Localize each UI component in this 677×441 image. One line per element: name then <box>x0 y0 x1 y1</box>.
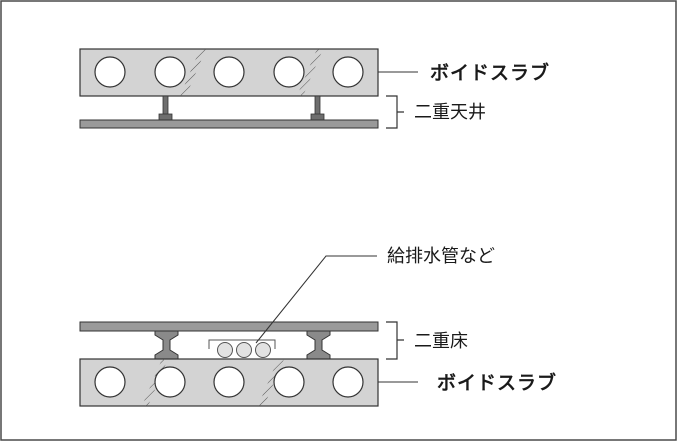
ceiling-bracket <box>386 95 404 129</box>
floor-bracket <box>386 321 404 360</box>
void-circle <box>94 56 126 88</box>
void-circle <box>332 56 364 88</box>
pipes <box>208 339 276 358</box>
label-pipes: 給排水管など <box>387 246 495 267</box>
top-slab-hatch <box>180 49 323 96</box>
label-double-floor: 二重床 <box>414 331 468 352</box>
pipe-circle <box>255 342 271 358</box>
void-circle <box>213 366 245 398</box>
bottom-void-slab <box>79 358 379 407</box>
pipe-circle <box>236 342 252 358</box>
ceiling-hanger <box>310 95 325 121</box>
void-circle <box>213 56 245 88</box>
top-void-slab <box>79 48 379 97</box>
label-top-slab: ボイドスラブ <box>430 61 550 84</box>
leader-line <box>255 255 377 344</box>
void-circle <box>94 366 126 398</box>
ceiling-board <box>79 119 379 129</box>
void-circle <box>273 366 305 398</box>
floor-board <box>79 321 379 332</box>
void-circle <box>273 56 305 88</box>
label-bottom-slab: ボイドスラブ <box>437 371 557 394</box>
void-circle <box>154 366 186 398</box>
pipe-circle <box>217 342 233 358</box>
void-circle <box>154 56 186 88</box>
void-circle <box>332 366 364 398</box>
label-double-ceiling: 二重天井 <box>414 102 486 123</box>
